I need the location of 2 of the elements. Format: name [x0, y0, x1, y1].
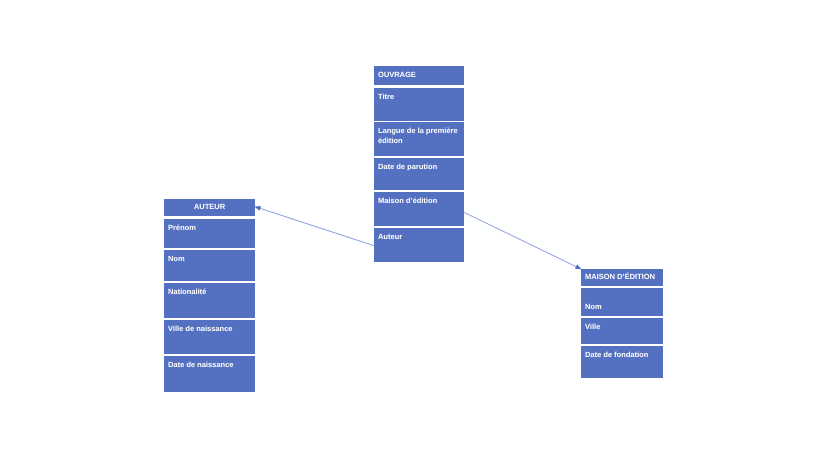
arrow [254, 206, 374, 246]
arrow [464, 212, 582, 270]
